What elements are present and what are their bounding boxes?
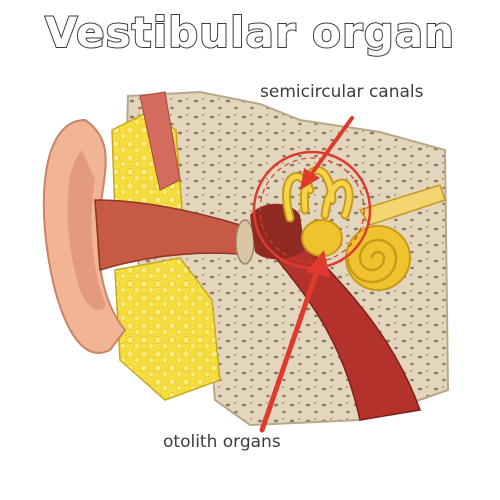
eardrum [235, 219, 255, 265]
cochlea [345, 225, 411, 291]
label-otolith-organs: otolith organs [163, 432, 281, 452]
diagram-title: Vestibular organ [44, 7, 456, 58]
arrow-otolith [259, 250, 330, 433]
label-semicircular-canals: semicircular canals [260, 82, 424, 102]
vestibule [301, 219, 343, 257]
eustachian-tube [268, 239, 422, 421]
fatty-tissue-lower [114, 257, 221, 401]
auditory-nerve [358, 184, 446, 226]
arrow-semicircular [300, 116, 354, 190]
ear-inner-fold [67, 150, 106, 310]
muscle-band [139, 91, 181, 191]
